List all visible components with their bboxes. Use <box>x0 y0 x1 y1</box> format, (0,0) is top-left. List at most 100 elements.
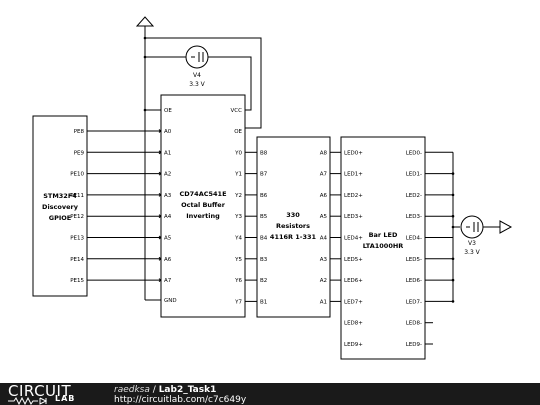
bar-led-anode-pin-label: LED0+ <box>344 150 363 156</box>
v4-name-label: V4 <box>193 72 201 79</box>
pin-arrow-tick <box>158 215 162 219</box>
cathode-bus-junction <box>451 214 455 218</box>
v4-to-vcc-wire <box>208 56 252 111</box>
bar-led-cathode-pin-label: LED8- <box>406 321 422 327</box>
owner-project-line: raedksa / Lab2_Task1 <box>114 385 216 395</box>
resistor-right-pin-label: A1 <box>320 299 327 305</box>
bar-led-cathode-pin-label: LED1- <box>406 172 422 178</box>
v3-positive-arrow-icon <box>499 220 513 234</box>
resistor-left-pin-label: B4 <box>260 236 268 242</box>
buffer-output-pin-label: Y2 <box>234 193 242 199</box>
buffer-oe-right-wire <box>145 37 262 129</box>
buffer-input-pin-label: A4 <box>164 214 172 220</box>
resistor-right-pin-label: A2 <box>320 278 327 284</box>
project-url[interactable]: http://circuitlab.com/c7c649y <box>114 395 247 405</box>
bar-led-block[interactable] <box>340 136 426 360</box>
bar-led-anode-pin-label: LED1+ <box>344 172 363 178</box>
bar-led-cathode-pin-label: LED9- <box>406 342 422 348</box>
owner-link[interactable]: raedksa <box>114 385 150 395</box>
bar-led-anode-pin-label: LED5+ <box>344 257 363 263</box>
project-title[interactable]: Lab2_Task1 <box>158 385 217 395</box>
discovery-pin-label: PE13 <box>70 236 84 242</box>
resistor-right-pin-label: A5 <box>320 214 328 220</box>
resistor-left-pin-label: B6 <box>260 193 268 199</box>
buffer-output-pin-label: Y7 <box>234 299 242 305</box>
resistor-right-pin-label: A7 <box>320 172 328 178</box>
buffer-ic-title-line: Octal Buffer <box>181 201 226 209</box>
buffer-output-pin-label: Y5 <box>234 257 242 263</box>
v4-voltage-source[interactable] <box>185 45 209 69</box>
pin-arrow-tick <box>158 258 162 261</box>
bar-led-cathode-pin-label: LED6- <box>406 278 422 284</box>
resistor-right-pin-label: A8 <box>320 150 328 156</box>
bar-led-anode-pin-label: LED6+ <box>344 278 363 284</box>
buffer-input-pin-label: A7 <box>164 278 172 284</box>
pin-arrow-tick <box>158 151 162 155</box>
cathode-bus-junction <box>451 193 455 197</box>
resistor-network-block[interactable] <box>256 136 331 318</box>
discovery-board-title-line: STM32F4 <box>43 192 77 200</box>
buffer-output-pin-label: Y0 <box>234 150 242 156</box>
bar-led-title-line: LTA1000HR <box>363 242 404 250</box>
resistor-left-pin-label: B7 <box>260 172 268 178</box>
resistor-left-pin-label: B3 <box>260 257 268 263</box>
discovery-pin-label: PE9 <box>74 150 85 156</box>
buffer-pin-label-vcc: VCC <box>231 108 243 114</box>
v4-value-label: 3.3 V <box>189 81 205 88</box>
pin-arrow-tick <box>158 279 162 283</box>
discovery-pin-label: PE14 <box>70 257 84 263</box>
buffer-input-pin-label: A2 <box>164 172 171 178</box>
bar-led-anode-pin-label: LED2+ <box>344 193 363 199</box>
circuitlab-logo[interactable]: CIRCUIT LAB <box>8 382 94 405</box>
buffer-input-pin-label: A1 <box>164 150 171 156</box>
buffer-pin-label-oe-left: OE <box>164 108 172 114</box>
buffer-ic-block[interactable] <box>160 94 246 318</box>
resistor-left-pin-label: B1 <box>260 299 267 305</box>
bar-led-anode-pin-label: LED3+ <box>344 214 363 220</box>
cathode-bus-junction <box>451 257 455 261</box>
vcc-supply-triangle-icon <box>135 16 155 27</box>
cathode-bus-junction <box>451 172 455 175</box>
resistor-network-title-line: 4116R 1-331 <box>270 233 317 241</box>
buffer-output-pin-label: Y3 <box>234 214 242 220</box>
pin-arrow-tick <box>158 130 162 133</box>
resistor-left-pin-label: B8 <box>260 150 268 156</box>
buffer-input-pin-label: A0 <box>164 129 172 135</box>
logo-circuit-text: CIRCUIT <box>8 382 72 400</box>
buffer-input-pin-label: A3 <box>164 193 172 199</box>
buffer-output-pin-label: Y1 <box>234 172 242 178</box>
buffer-ic-title-line: CD74AC541E <box>179 190 226 198</box>
resistor-left-pin-label: B2 <box>260 278 267 284</box>
bar-led-anode-pin-label: LED8+ <box>344 321 363 327</box>
v3-value-label: 3.3 V <box>464 249 480 256</box>
bar-led-cathode-pin-label: LED5- <box>406 257 422 263</box>
bar-led-cathode-pin-label: LED3- <box>406 214 422 220</box>
v3-voltage-source[interactable] <box>460 215 484 239</box>
pin-arrow-tick <box>158 237 162 240</box>
resistor-network-title-line: Resistors <box>276 222 310 230</box>
buffer-pin-label-oe-right: OE <box>234 129 242 135</box>
resistor-network-title-line: 330 <box>286 211 300 219</box>
discovery-board-block[interactable] <box>32 115 88 297</box>
bar-led-cathode-pin-label: LED2- <box>406 193 422 199</box>
resistor-left-pin-label: B5 <box>260 214 268 220</box>
discovery-pin-label: PE8 <box>74 129 85 135</box>
buffer-input-pin-label: A5 <box>164 236 172 242</box>
logo-lab-text: LAB <box>55 394 76 403</box>
pin-arrow-tick <box>158 173 162 176</box>
footer-bar: CIRCUIT LAB raedksa / Lab2_Task1 http://… <box>0 382 540 405</box>
bar-led-anode-pin-label: LED4+ <box>344 236 363 242</box>
discovery-board-title-line: Discovery <box>42 203 79 211</box>
buffer-input-pin-label: A6 <box>164 257 172 263</box>
discovery-pin-label: PE11 <box>70 193 84 199</box>
bar-led-anode-pin-label: LED7+ <box>344 299 363 305</box>
buffer-pin-label-gnd: GND <box>164 298 177 304</box>
bar-led-cathode-pin-label: LED0- <box>406 150 422 156</box>
bar-led-cathode-pin-label: LED4- <box>406 236 422 242</box>
resistor-right-pin-label: A4 <box>320 236 328 242</box>
buffer-output-pin-label: Y4 <box>234 236 242 242</box>
v3-name-label: V3 <box>468 240 476 247</box>
pin-arrow-tick <box>158 194 162 197</box>
logo-wave-icon <box>8 397 48 405</box>
